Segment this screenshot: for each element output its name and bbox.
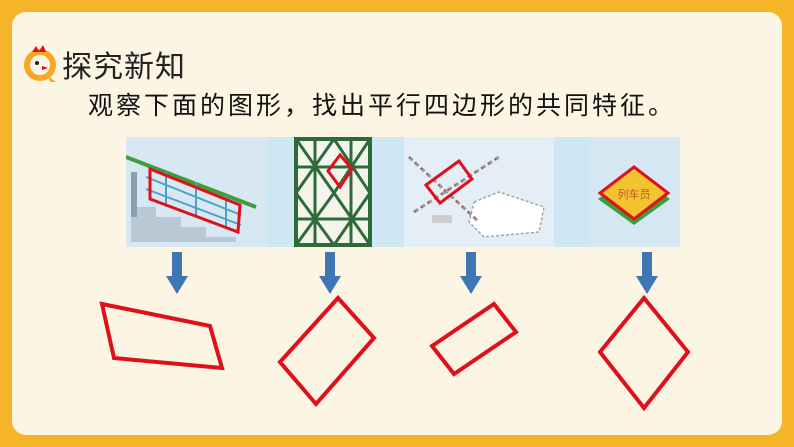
- parallelogram-shape: [429, 301, 519, 377]
- lattice-fence-icon: [294, 137, 372, 247]
- chick-icon: [24, 45, 56, 82]
- section-header: 探究新知: [20, 44, 186, 85]
- stair-railing-icon: [126, 137, 266, 247]
- sign-text: 列车员: [618, 187, 651, 201]
- arrow-down-icon: [636, 252, 658, 294]
- section-title: 探究新知: [62, 50, 186, 85]
- arrow-down-icon: [166, 252, 188, 294]
- arrow-down-icon: [460, 252, 482, 294]
- train-sign-icon: 列车员: [588, 137, 680, 247]
- arrow-down-icon: [319, 252, 341, 294]
- parallelogram-shape: [277, 295, 377, 408]
- photo-strip: 列车员: [126, 137, 680, 247]
- crane-arm-icon: [404, 137, 554, 247]
- parallelogram-shape: [99, 301, 225, 371]
- instruction-text: 观察下面的图形，找出平行四边形的共同特征。: [88, 91, 677, 120]
- rhombus-shape: [597, 294, 691, 412]
